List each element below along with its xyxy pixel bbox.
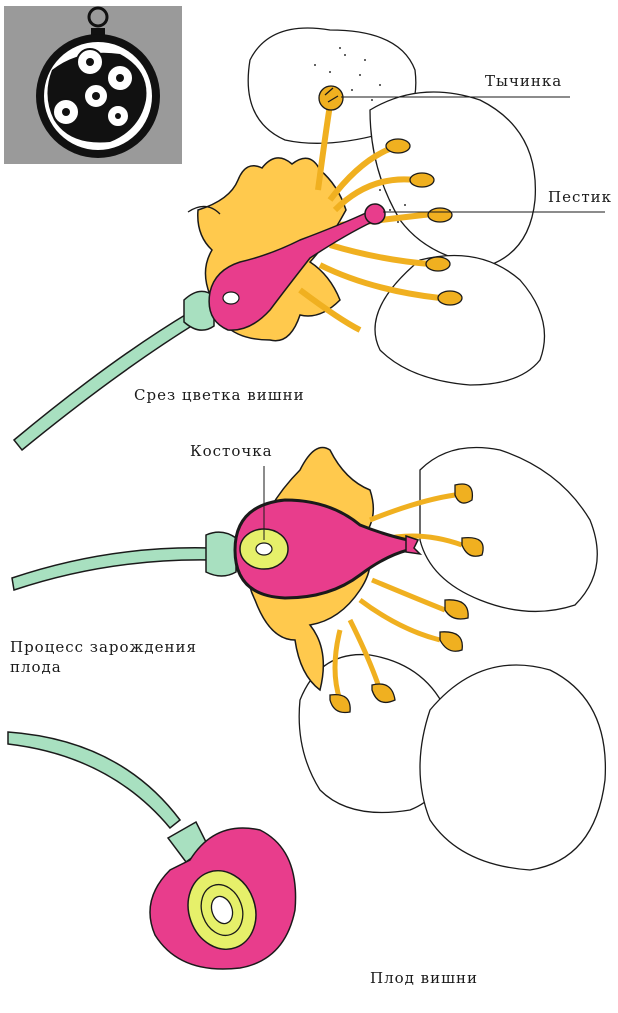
pocket-watch-inset-icon bbox=[4, 6, 182, 164]
fruit-formation-caption-line2: плода bbox=[10, 658, 62, 676]
flower-section-caption: Срез цветка вишни bbox=[134, 386, 305, 404]
cherry-fruit-caption: Плод вишни bbox=[370, 969, 478, 987]
pistil-label: Пестик bbox=[548, 188, 612, 206]
petal-low bbox=[375, 256, 545, 386]
cherry-fruit bbox=[8, 732, 296, 969]
stamen-label: Тычинка bbox=[485, 72, 562, 90]
fruit-formation-stem bbox=[12, 548, 212, 590]
cherry-stem bbox=[8, 732, 180, 828]
fruit-formation-caption-line1: Процесс зарождения bbox=[10, 638, 197, 656]
fruit-formation-caption: Процесс зарождения плода bbox=[10, 637, 250, 677]
pit-label: Косточка bbox=[190, 442, 273, 460]
flower-stem bbox=[14, 312, 198, 450]
